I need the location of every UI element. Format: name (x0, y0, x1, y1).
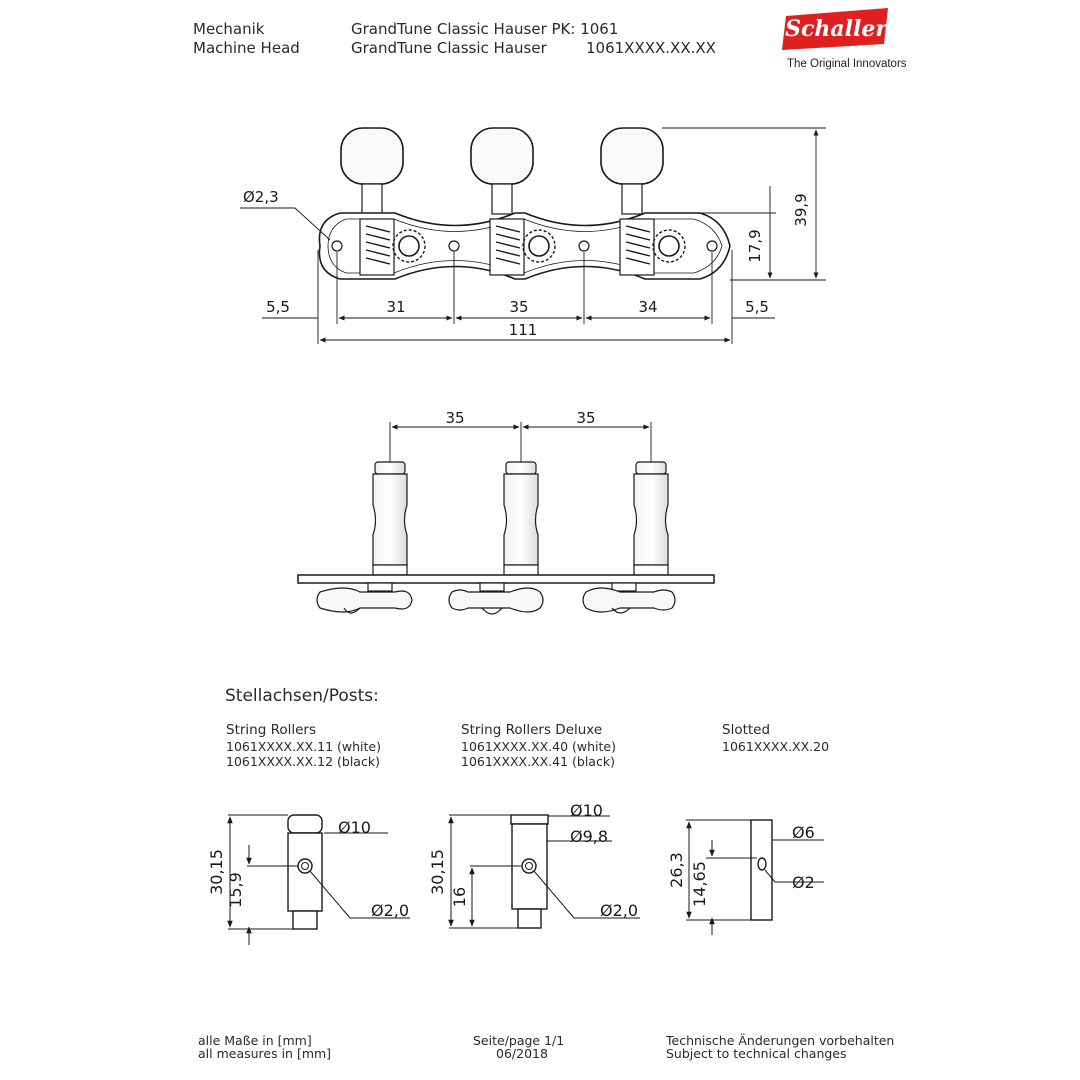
schaller-logo: Schaller (780, 6, 892, 52)
footer-date: 06/2018 (496, 1046, 548, 1061)
knob-2 (470, 127, 534, 215)
side-post-3 (633, 461, 669, 576)
post-1-code-white: 1061XXXX.XX.11 (white) (226, 739, 381, 754)
post-3-code: 1061XXXX.XX.20 (722, 739, 830, 754)
top-view (318, 127, 731, 280)
header-label-de: Mechanik (193, 20, 265, 38)
side-knob-3 (582, 582, 676, 614)
post-2-code-white: 1061XXXX.XX.40 (white) (461, 739, 616, 754)
brand-tagline: The Original Innovators (787, 58, 907, 70)
dim-spacing-2: 35 (509, 298, 528, 316)
post-1-hole-diameter: Ø2,0 (371, 901, 409, 920)
side-plate (297, 574, 715, 584)
header-model-line2: GrandTune Classic Hauser (351, 39, 547, 57)
post-2-code-black: 1061XXXX.XX.41 (black) (461, 754, 615, 769)
footer-page: Seite/page 1/1 (473, 1033, 565, 1048)
side-post-1 (372, 461, 408, 576)
knob-3 (600, 127, 664, 215)
post-3-height: 26,3 (667, 852, 686, 888)
post-3-title: Slotted (722, 722, 771, 738)
footer-note-de: Technische Änderungen vorbehalten (666, 1033, 895, 1048)
gear-unit-2 (489, 218, 556, 276)
footer-note-en: Subject to technical changes (666, 1046, 847, 1061)
dim-left-edge: 5,5 (266, 298, 290, 316)
post-1-hole-height: 15,9 (226, 872, 245, 908)
post-detail-2 (448, 814, 640, 929)
header-model-line1: GrandTune Classic Hauser PK: 1061 (351, 20, 619, 38)
post-detail-1 (227, 814, 410, 945)
side-dim-spacing-2: 35 (576, 409, 595, 427)
footer-measures-en: all measures in [mm] (198, 1046, 332, 1061)
dim-overall-length: 111 (509, 321, 538, 339)
post-2-hole-diameter: Ø2,0 (600, 901, 638, 920)
post-2-height: 30,15 (428, 849, 447, 895)
dim-spacing-3: 34 (638, 298, 657, 316)
post-1-code-black: 1061XXXX.XX.12 (black) (226, 754, 380, 769)
post-2-hole-height: 16 (450, 887, 469, 907)
post-1-title: String Rollers (226, 722, 317, 738)
header-part-code: 1061XXXX.XX.XX (586, 39, 716, 57)
post-1-height: 30,15 (207, 849, 226, 895)
header-label-en: Machine Head (193, 39, 300, 57)
post-1-diameter: Ø10 (338, 818, 371, 837)
knob-1 (340, 127, 404, 215)
post-3-hole-diameter: Ø2 (792, 873, 815, 892)
side-dim-spacing-1: 35 (445, 409, 464, 427)
logo-wordmark: Schaller (785, 16, 888, 42)
gear-unit-3 (619, 218, 686, 276)
side-view (297, 422, 715, 615)
post-detail-3 (686, 819, 824, 935)
side-post-2 (503, 461, 539, 576)
top-view-dimensions (240, 127, 826, 344)
post-2-diameter: Ø10 (570, 801, 603, 820)
post-2-title: String Rollers Deluxe (461, 722, 603, 738)
dim-total-height: 39,9 (792, 193, 810, 226)
dim-right-edge: 5,5 (745, 298, 769, 316)
dim-hole-height: 17,9 (746, 229, 764, 262)
posts-section-title: Stellachsen/Posts: (225, 686, 379, 706)
footer-measures-de: alle Maße in [mm] (198, 1033, 312, 1048)
dim-hole-diameter: Ø2,3 (243, 188, 279, 206)
post-3-diameter: Ø6 (792, 823, 815, 842)
gear-unit-1 (359, 218, 426, 276)
side-knob-2 (448, 582, 544, 615)
post-3-hole-height: 14,65 (690, 861, 709, 907)
post-2-inner-diameter: Ø9,8 (570, 827, 608, 846)
side-knob-1 (316, 582, 413, 614)
dim-spacing-1: 31 (386, 298, 405, 316)
